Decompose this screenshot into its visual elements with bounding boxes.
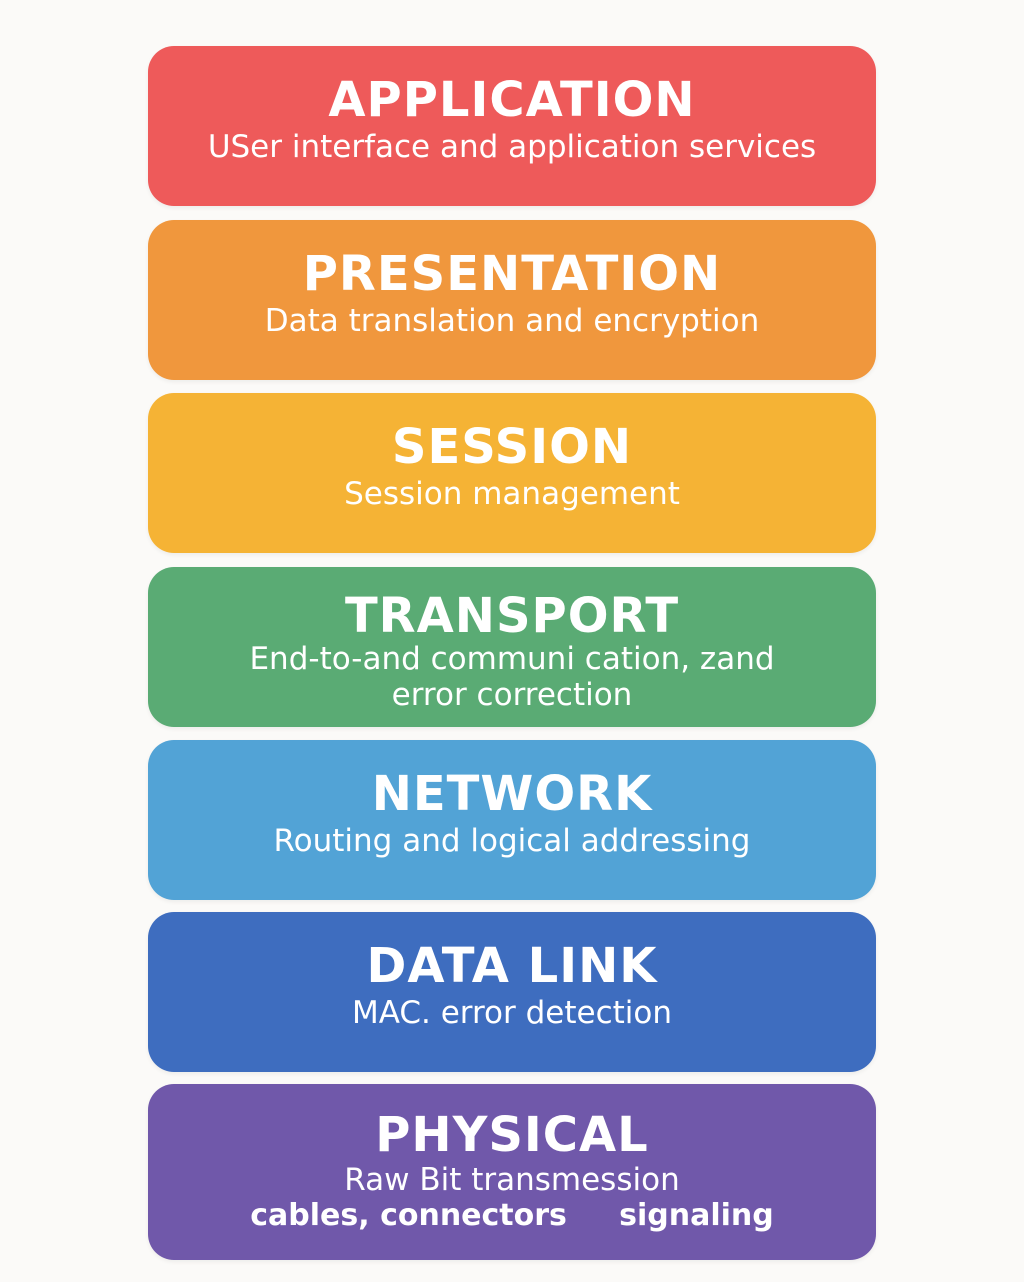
layer-description-line: USer interface and application services xyxy=(207,129,817,165)
layer-description-line: error correction xyxy=(391,677,633,713)
layer-application: APPLICATION USer interface and applicati… xyxy=(148,46,876,206)
layer-description-line: Raw Bit transmession xyxy=(344,1162,680,1198)
layer-physical: PHYSICAL Raw Bit transmession cables, co… xyxy=(148,1084,876,1260)
layer-presentation: PRESENTATION Data translation and encryp… xyxy=(148,220,876,380)
layer-title: PHYSICAL xyxy=(375,1107,649,1163)
layer-description: Data translation and encryption xyxy=(148,302,876,340)
layer-network: NETWORK Routing and logical addressing xyxy=(148,740,876,900)
layer-description: MAC. error detection xyxy=(148,994,876,1032)
layer-description: Routing and logical addressing xyxy=(148,822,876,860)
layer-description: Raw Bit transmession cables, connectors … xyxy=(148,1162,876,1234)
layer-description-line: cables, connectors signaling xyxy=(250,1198,774,1233)
layer-description-line: Data translation and encryption xyxy=(264,303,760,339)
layer-description-line: End-to-and communi cation, zand xyxy=(249,641,775,677)
layer-description: End-to-and communi cation, zand error co… xyxy=(148,641,876,713)
layer-title: PRESENTATION xyxy=(302,246,722,302)
layer-description-line: Routing and logical addressing xyxy=(273,823,751,859)
layer-title: DATA LINK xyxy=(366,938,658,994)
layer-title: TRANSPORT xyxy=(344,588,680,644)
layer-description-line: MAC. error detection xyxy=(351,995,673,1031)
layer-data-link: DATA LINK MAC. error detection xyxy=(148,912,876,1072)
layer-title: SESSION xyxy=(391,419,633,475)
layer-description: Session management xyxy=(148,475,876,513)
layer-title: NETWORK xyxy=(371,766,653,822)
layer-title: APPLICATION xyxy=(328,72,696,128)
layer-transport: TRANSPORT End-to-and communi cation, zan… xyxy=(148,567,876,727)
layer-session: SESSION Session management xyxy=(148,393,876,553)
layer-description: USer interface and application services xyxy=(148,128,876,166)
layer-description-line: Session management xyxy=(344,476,680,512)
